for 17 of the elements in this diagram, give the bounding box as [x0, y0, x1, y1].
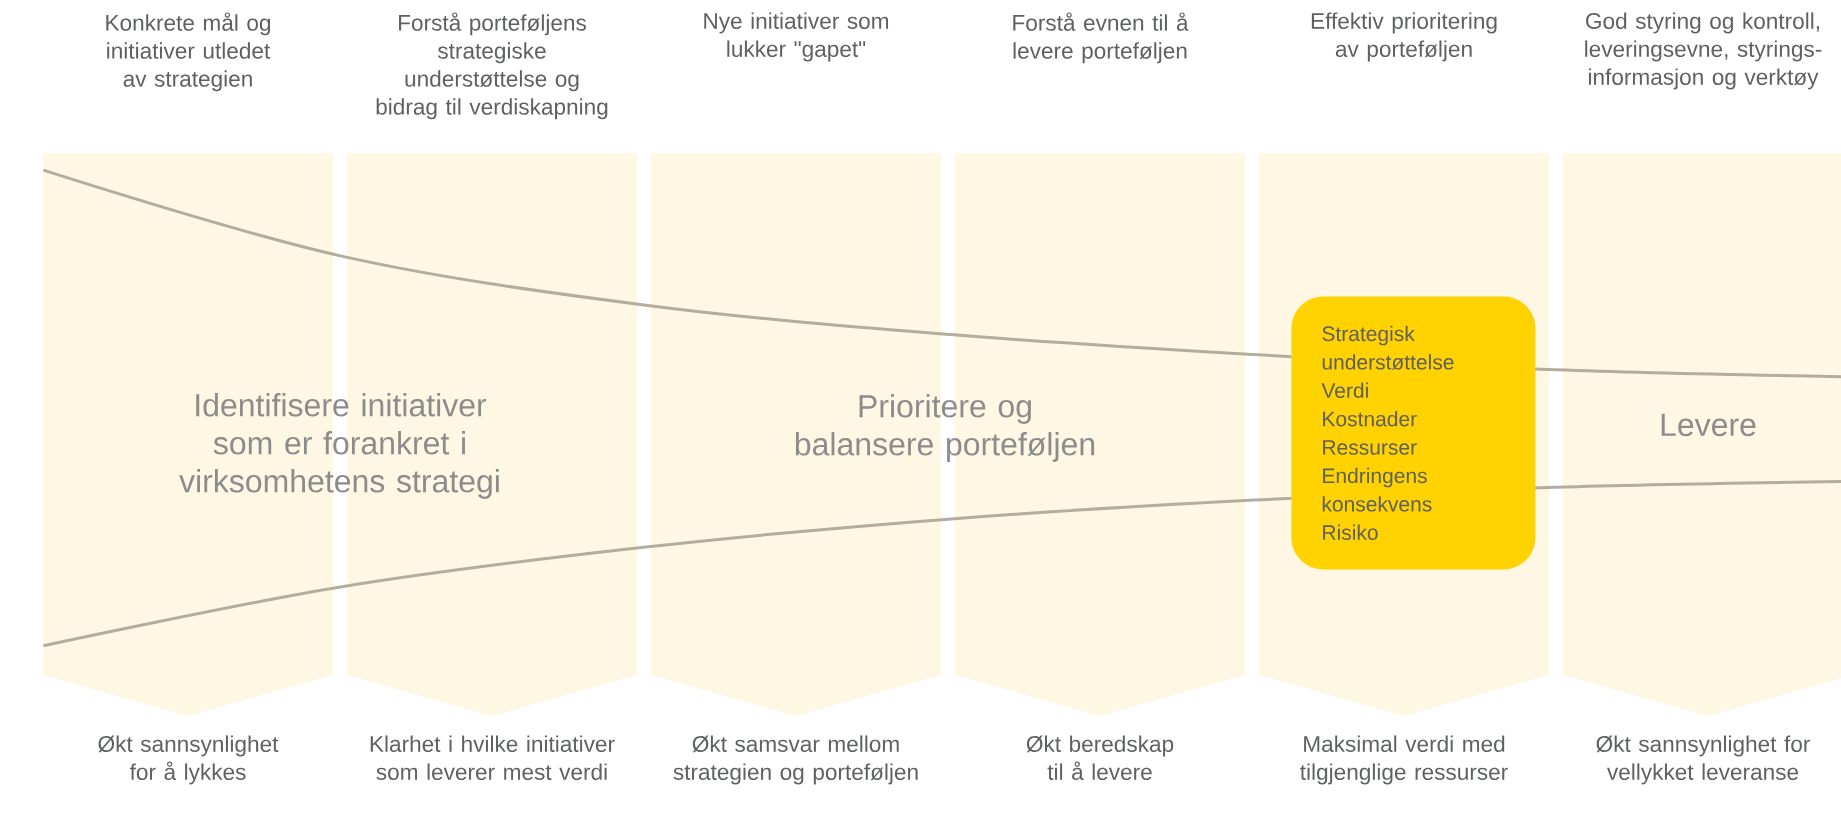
column-heading: God styring og kontroll, leveringsevne, styrings- informasjon og verktøy: [1585, 12, 1822, 90]
column-heading: Nye initiativer som lukker "gapet": [704, 12, 888, 62]
phase-label: Identifisere initiativer som er forankret i virksomhetens strategi: [179, 393, 499, 499]
outcome-text: Klarhet i hvilke initiativer som leverer mest verdi: [370, 735, 615, 780]
column-heading: Forstå porteføljens strategiske understøttelse og bidrag til verdiskapning: [376, 12, 608, 120]
outcome-text: Økt sannsynlighet for vellykket leveranse: [1596, 735, 1810, 785]
outcome-text: Maksimal verdi med tilgjenglige ressurser: [1300, 735, 1508, 785]
criteria-box: Strategisk understøttelse Verdi Kostnader Ressurser Endringens konsekvens Risiko: [1291, 296, 1536, 570]
outcome-text: Økt sannsynlighet for å lykkes: [98, 735, 279, 785]
column-heading: Effektiv prioritering av porteføljen: [1311, 12, 1497, 62]
chevron-band: [1563, 153, 1841, 716]
phase-label: Levere: [1661, 413, 1756, 437]
outcome-text: Økt samsvar mellom strategien og porteføljen: [673, 735, 918, 785]
column-heading: Konkrete mål og initiativer utledet av strategien: [106, 12, 271, 92]
phase-label: Prioritere og balansere porteføljen: [795, 394, 1095, 462]
column-heading: Forstå evnen til å levere porteføljen: [1013, 12, 1189, 64]
outcome-text: Økt beredskap til å levere: [1026, 735, 1174, 780]
